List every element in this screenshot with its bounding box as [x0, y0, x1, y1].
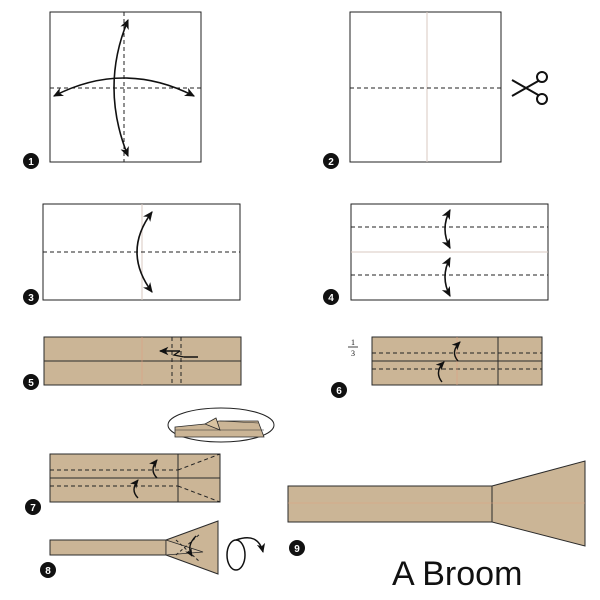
step-badge: [25, 499, 41, 515]
step-9: 9: [287, 460, 586, 556]
step-badge: [331, 382, 347, 398]
step-badge: [23, 289, 39, 305]
broom-handle: [287, 485, 493, 523]
step-number: 5: [28, 378, 34, 389]
step-badge: [40, 562, 56, 578]
fold-arrow-icon: [441, 257, 451, 297]
fold-arrow-icon: [113, 18, 129, 158]
step-badge: [323, 153, 339, 169]
step-6: 1 3 6: [331, 336, 543, 398]
fold-arrow-icon: [149, 459, 158, 479]
step-badge: [23, 374, 39, 390]
fold-arrow-icon: [136, 211, 153, 293]
fold-arrow-icon: [451, 341, 461, 362]
scissors-icon: [511, 71, 548, 105]
valley-fold-line: [177, 485, 221, 503]
step-4: 4: [323, 203, 549, 305]
turn-over-icon: [226, 537, 266, 571]
fold-arrow-icon: [130, 479, 139, 499]
step-5: 5: [23, 336, 242, 390]
step-3: 3: [23, 203, 241, 305]
fraction-denominator: 3: [351, 349, 355, 358]
step-number: 7: [30, 503, 36, 514]
fraction-numerator: 1: [351, 338, 355, 347]
broom-head: [491, 460, 586, 547]
paper-strip: [49, 539, 167, 556]
step-2: 2: [323, 11, 548, 169]
step-number: 4: [328, 293, 334, 304]
pleat-arrow-icon: [158, 346, 198, 358]
diagram-title: A Broom: [392, 555, 522, 593]
valley-fold-line: [177, 453, 221, 471]
step-number: 2: [328, 157, 334, 168]
step-number: 9: [294, 544, 300, 555]
step-number: 1: [28, 157, 34, 168]
zoom-inset: [167, 407, 275, 443]
step-number: 3: [28, 293, 34, 304]
step-badge: [289, 540, 305, 556]
step-badge: [323, 289, 339, 305]
paper-square: [349, 11, 502, 163]
step-1: 1: [23, 11, 202, 169]
step-badge: [23, 153, 39, 169]
step-number: 6: [336, 386, 342, 397]
fold-arrow-icon: [185, 535, 197, 557]
step-7: 7: [25, 453, 221, 515]
fold-arrow-icon: [435, 361, 445, 383]
fold-arrow-icon: [441, 209, 451, 249]
step-8: 8: [40, 520, 266, 578]
step-number: 8: [45, 566, 51, 577]
